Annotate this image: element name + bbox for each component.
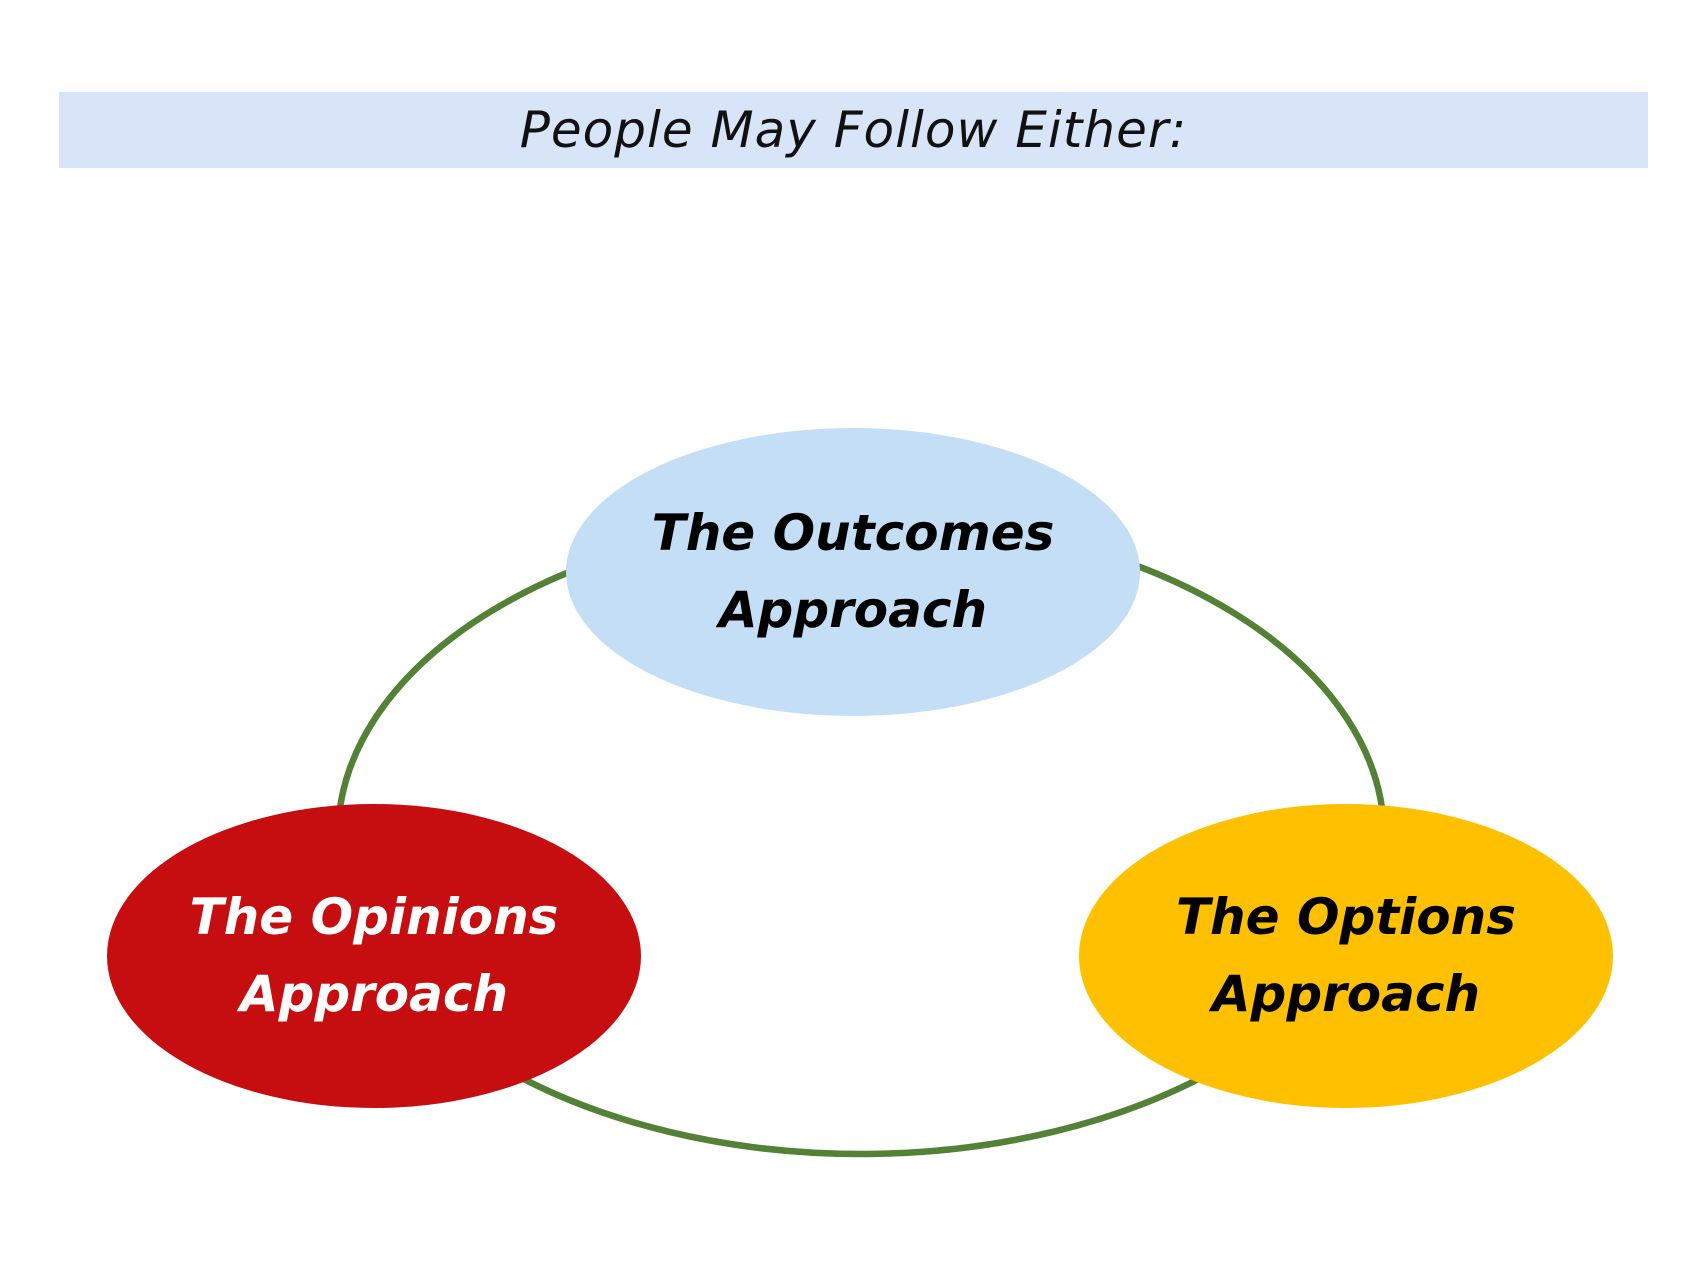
node-outcomes-approach: The Outcomes Approach [566, 428, 1140, 716]
node-opinions-label-line1: The Opinions [189, 887, 559, 946]
node-outcomes-label-line2: Approach [718, 581, 988, 639]
node-options-label-line1: The Options [1175, 887, 1517, 946]
node-opinions-label: The Opinions Approach [190, 879, 559, 1034]
slide-title: People May Follow Either: [519, 101, 1188, 159]
node-options-approach: The Options Approach [1079, 804, 1613, 1108]
node-opinions-approach: The Opinions Approach [107, 804, 641, 1108]
node-options-label-line2: Approach [1211, 965, 1481, 1023]
node-options-label: The Options Approach [1176, 879, 1516, 1034]
title-bar: People May Follow Either: [59, 92, 1648, 168]
node-outcomes-label: The Outcomes Approach [652, 495, 1055, 650]
node-outcomes-label-line1: The Outcomes [651, 503, 1055, 562]
node-opinions-label-line2: Approach [239, 965, 509, 1023]
